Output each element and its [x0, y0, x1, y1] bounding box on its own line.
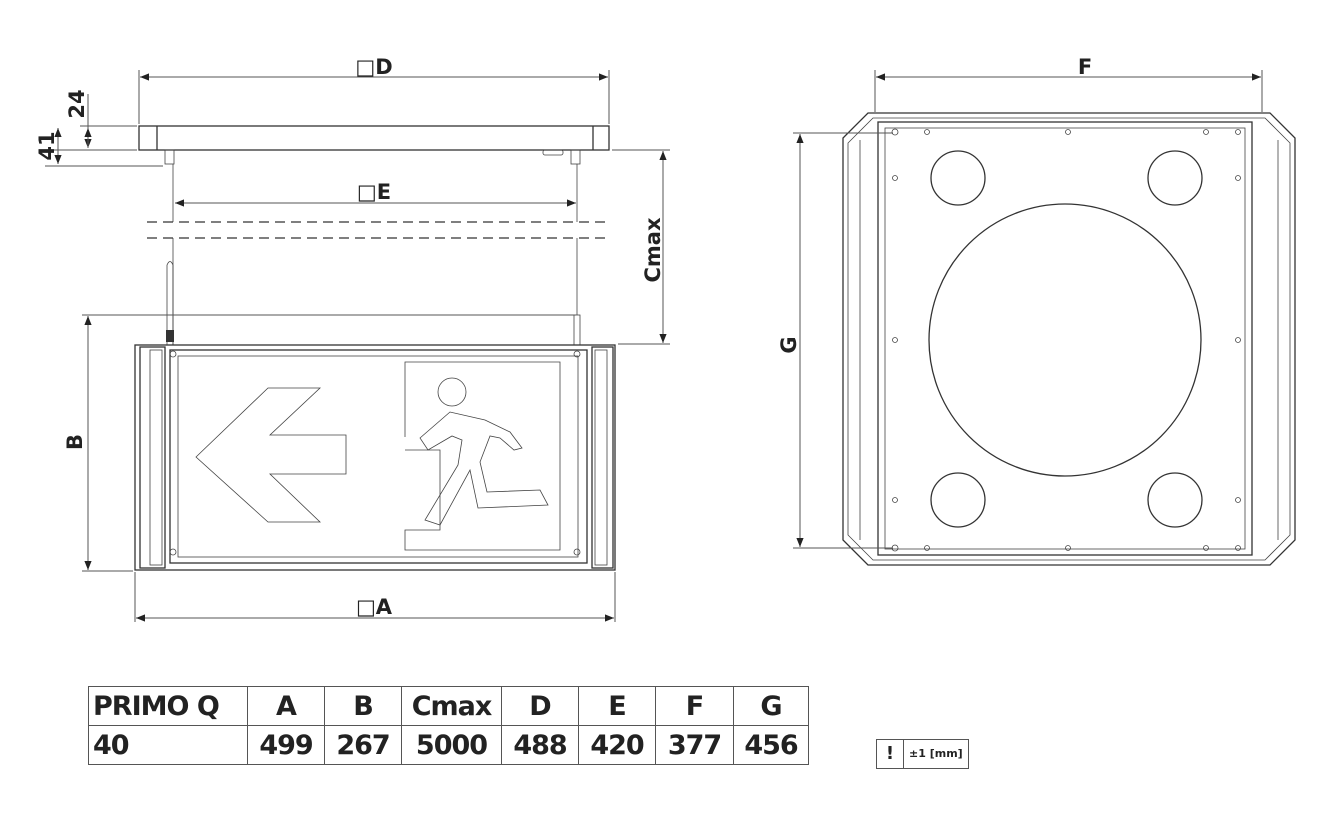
- dim-cmax-label: Cmax: [641, 217, 665, 282]
- dim-e-label: □E: [357, 180, 391, 204]
- table-header-row: PRIMO Q A B Cmax D E F G: [88, 686, 809, 726]
- cell-cmax: 5000: [401, 725, 502, 765]
- door-frame: [404, 361, 561, 551]
- dim-41-label: 41: [35, 131, 59, 160]
- cell-d: 488: [501, 725, 579, 765]
- dimension-cmax: Cmax: [612, 149, 670, 345]
- ceiling-plate: [138, 125, 610, 165]
- spec-table: PRIMO Q A B Cmax D E F G 40 499 267 5000…: [88, 686, 809, 765]
- header-a: A: [247, 686, 325, 726]
- running-man-head: [437, 377, 467, 407]
- exit-pictogram: [195, 361, 561, 551]
- top-view: [842, 112, 1296, 566]
- header-f: F: [655, 686, 734, 726]
- dimension-b: B: [63, 314, 576, 572]
- tolerance-text: ±1 [mm]: [909, 747, 963, 760]
- dimension-f: F: [874, 55, 1263, 112]
- cell-a: 499: [247, 725, 325, 765]
- dim-b-label: B: [63, 434, 87, 450]
- antenna: [166, 261, 174, 345]
- center-opening: [928, 203, 1202, 477]
- header-model: PRIMO Q: [88, 686, 248, 726]
- arrow-left-icon: [195, 387, 347, 523]
- table-row: 40 499 267 5000 488 420 377 456: [88, 725, 809, 765]
- cell-e: 420: [578, 725, 656, 765]
- header-b: B: [324, 686, 402, 726]
- dim-d-label: □D: [355, 55, 392, 79]
- header-e: E: [578, 686, 656, 726]
- luminaire-body: [134, 344, 616, 571]
- dimension-a: □A: [134, 572, 616, 622]
- dimension-24-41: 24 41: [35, 89, 163, 167]
- dimension-g: G: [777, 132, 893, 549]
- dim-24-label: 24: [65, 89, 89, 118]
- header-d: D: [501, 686, 579, 726]
- tolerance-note: ! ±1 [mm]: [876, 739, 969, 769]
- exclamation-icon: !: [877, 740, 904, 768]
- cell-model: 40: [88, 725, 248, 765]
- dim-g-label: G: [777, 336, 801, 353]
- cell-g: 456: [733, 725, 809, 765]
- dim-f-label: F: [1078, 55, 1092, 79]
- cell-b: 267: [324, 725, 402, 765]
- dimension-d: □D: [138, 55, 610, 124]
- dim-a-label: □A: [356, 595, 393, 619]
- dimension-e: □E: [175, 180, 576, 207]
- running-man-icon: [419, 411, 549, 526]
- front-view: [134, 125, 616, 571]
- cell-f: 377: [655, 725, 734, 765]
- header-g: G: [733, 686, 809, 726]
- header-cmax: Cmax: [401, 686, 502, 726]
